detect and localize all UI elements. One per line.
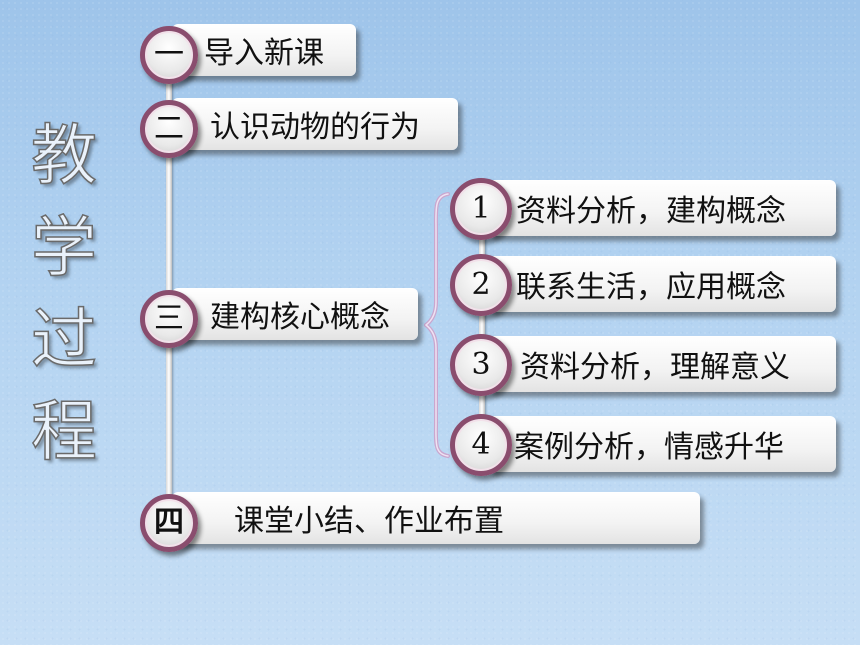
title-char-3: 过 — [30, 300, 98, 379]
sub-marker-1-text: 1 — [471, 191, 491, 226]
main-marker-2-text: 二 — [154, 111, 184, 146]
title-char-4: 程 — [30, 392, 98, 471]
sub-marker-2-text: 2 — [471, 267, 491, 302]
sub-item-4: 案例分析，情感升华 — [488, 416, 836, 472]
main-marker-4: 四 — [140, 494, 198, 552]
main-marker-2: 二 — [140, 100, 198, 158]
sub-item-2: 联系生活，应用概念 — [488, 256, 836, 312]
sub-item-1-label: 资料分析，建构概念 — [516, 194, 786, 229]
main-item-1: 导入新课 — [172, 24, 356, 76]
sub-item-3-label: 资料分析，理解意义 — [520, 350, 790, 385]
sub-marker-3: 3 — [450, 334, 512, 396]
main-item-2: 认识动物的行为 — [172, 98, 458, 150]
sub-item-1: 资料分析，建构概念 — [488, 180, 836, 236]
curly-bracket — [424, 192, 450, 458]
main-marker-3: 三 — [140, 290, 198, 348]
sub-item-3: 资料分析，理解意义 — [488, 336, 836, 392]
sub-marker-4: 4 — [450, 414, 512, 476]
title-char-1: 教 — [30, 116, 98, 195]
main-item-3-label: 建构核心概念 — [210, 300, 390, 335]
main-item-4: 课堂小结、作业布置 — [172, 492, 700, 544]
main-item-2-label: 认识动物的行为 — [210, 110, 420, 145]
title-char-2: 学 — [30, 208, 98, 287]
sub-item-2-label: 联系生活，应用概念 — [516, 270, 786, 305]
main-item-1-label: 导入新课 — [204, 36, 324, 71]
sub-marker-4-text: 4 — [471, 427, 491, 462]
main-marker-1: 一 — [140, 26, 198, 84]
main-item-3: 建构核心概念 — [172, 288, 418, 340]
sub-marker-3-text: 3 — [471, 347, 491, 382]
main-marker-4-text: 四 — [154, 505, 184, 540]
sub-marker-2: 2 — [450, 254, 512, 316]
vertical-title: 教 学 过 程 — [28, 110, 100, 478]
main-item-4-label: 课堂小结、作业布置 — [234, 504, 504, 539]
sub-marker-1: 1 — [450, 178, 512, 240]
main-marker-1-text: 一 — [154, 37, 184, 72]
main-marker-3-text: 三 — [154, 301, 184, 336]
sub-item-4-label: 案例分析，情感升华 — [514, 430, 784, 465]
